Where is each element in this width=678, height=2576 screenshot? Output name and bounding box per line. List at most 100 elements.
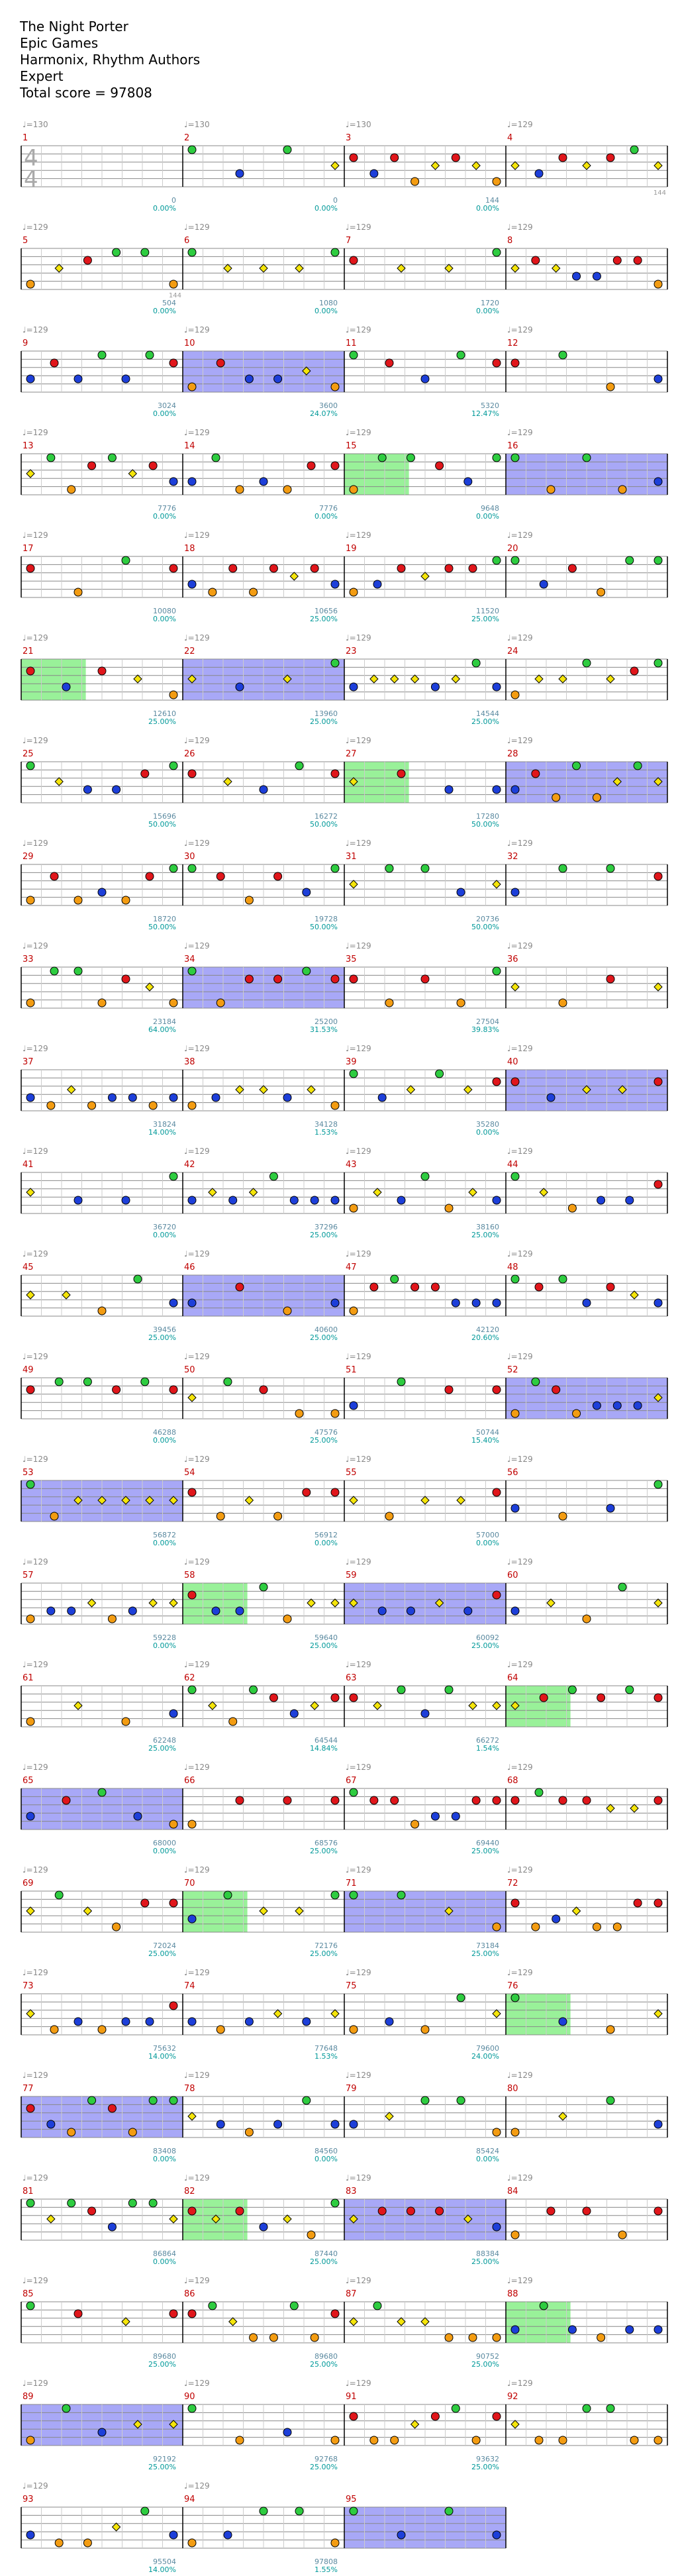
note-yellow [259, 1085, 268, 1094]
measure-percent: 1.53% [315, 1128, 338, 1137]
tempo-marker: ♩=129 [346, 2276, 371, 2285]
note-blue [128, 1093, 137, 1102]
measure-percent: 25.00% [471, 1641, 499, 1650]
note-blue [349, 682, 358, 692]
note-red [330, 1693, 340, 1702]
measure-number: 82 [184, 2187, 195, 2196]
tempo-marker: ♩=129 [184, 1044, 210, 1053]
tempo-marker: ♩=129 [507, 1352, 533, 1361]
note-orange [148, 1101, 158, 1110]
note-blue [492, 682, 501, 692]
note-red [612, 256, 622, 265]
note-red [567, 564, 577, 573]
note-orange [471, 2436, 481, 2445]
tempo-marker: ♩=129 [184, 2173, 210, 2183]
note-orange [97, 2025, 107, 2034]
note-blue [492, 2530, 501, 2540]
note-blue [654, 2325, 663, 2334]
note-green [140, 248, 150, 257]
measure-score: 23184 [153, 1017, 176, 1026]
tempo-marker: ♩=130 [346, 120, 371, 129]
note-green [510, 453, 520, 462]
note-blue [97, 2428, 107, 2437]
measure-score: 144 [485, 196, 499, 205]
note-green [606, 864, 615, 873]
note-red [654, 2206, 663, 2216]
note-blue [244, 2017, 254, 2026]
note-green [269, 1172, 278, 1181]
note-blue [211, 1606, 220, 1616]
note-yellow [349, 2214, 358, 2224]
note-yellow [618, 1085, 627, 1094]
note-green [567, 1685, 577, 1694]
note-blue [456, 888, 465, 897]
note-green [133, 1274, 142, 1284]
note-orange [26, 1614, 35, 1623]
measure-score: 75632 [153, 2044, 176, 2053]
note-blue [67, 1606, 76, 1616]
measure-number: 27 [346, 749, 357, 759]
note-yellow [612, 777, 622, 786]
tempo-marker: ♩=129 [184, 1557, 210, 1567]
measure-score: 73184 [476, 1941, 499, 1950]
note-orange [83, 2538, 92, 2548]
note-blue [451, 1812, 460, 1821]
tempo-marker: ♩=129 [507, 839, 533, 848]
measure-percent: 50.00% [148, 820, 176, 829]
note-blue [289, 1709, 299, 1718]
song-header: The Night Porter Epic Games Harmonix, Rh… [20, 19, 200, 101]
solo-section [21, 659, 86, 700]
note-yellow [582, 161, 591, 170]
note-orange [235, 2436, 244, 2445]
note-green [283, 145, 292, 154]
tempo-marker: ♩=129 [23, 1660, 48, 1669]
note-red [430, 2412, 440, 2421]
tempo-marker: ♩=129 [346, 531, 371, 540]
measure-number: 64 [507, 1673, 518, 1683]
tempo-marker: ♩=129 [507, 1147, 533, 1156]
measure-percent: 0.00% [153, 615, 176, 623]
note-count: 144 [654, 189, 666, 197]
note-yellow [26, 1290, 35, 1300]
measure-number: 41 [23, 1160, 34, 1170]
note-yellow [248, 1188, 258, 1197]
measure-number: 29 [23, 852, 34, 862]
note-red [349, 1693, 358, 1702]
measure-number: 50 [184, 1365, 195, 1375]
measure-score: 7776 [319, 504, 338, 513]
note-blue [654, 2120, 663, 2129]
note-blue [133, 1812, 142, 1821]
note-red [169, 2309, 178, 2318]
tempo-marker: ♩=129 [23, 2173, 48, 2183]
measure-number: 59 [346, 1571, 357, 1580]
note-green [187, 2404, 197, 2413]
measure-number: 81 [23, 2187, 34, 2196]
tempo-marker: ♩=129 [23, 2379, 48, 2388]
note-yellow [121, 1496, 130, 1505]
note-yellow [295, 264, 304, 273]
measure-number: 39 [346, 1057, 357, 1067]
note-orange [510, 2128, 520, 2137]
note-green [531, 1377, 540, 1386]
note-yellow [62, 1290, 71, 1300]
note-blue [546, 1093, 556, 1102]
tempo-marker: ♩=129 [507, 1660, 533, 1669]
measure-percent: 0.00% [476, 204, 499, 213]
note-yellow [397, 2317, 406, 2326]
note-blue [169, 477, 178, 486]
note-blue [228, 1196, 238, 1205]
measure-score: 1720 [481, 299, 499, 307]
note-green [558, 864, 567, 873]
note-green [397, 1890, 406, 1900]
note-blue [510, 888, 520, 897]
note-orange [216, 2025, 225, 2034]
measure-score: 42120 [476, 1325, 499, 1334]
measure-score: 90752 [476, 2352, 499, 2361]
note-red [187, 769, 197, 778]
measure-score: 31824 [153, 1120, 176, 1129]
note-green [140, 2506, 150, 2516]
note-blue [510, 785, 520, 794]
measure-number: 49 [23, 1365, 34, 1375]
tempo-marker: ♩=129 [23, 531, 48, 540]
